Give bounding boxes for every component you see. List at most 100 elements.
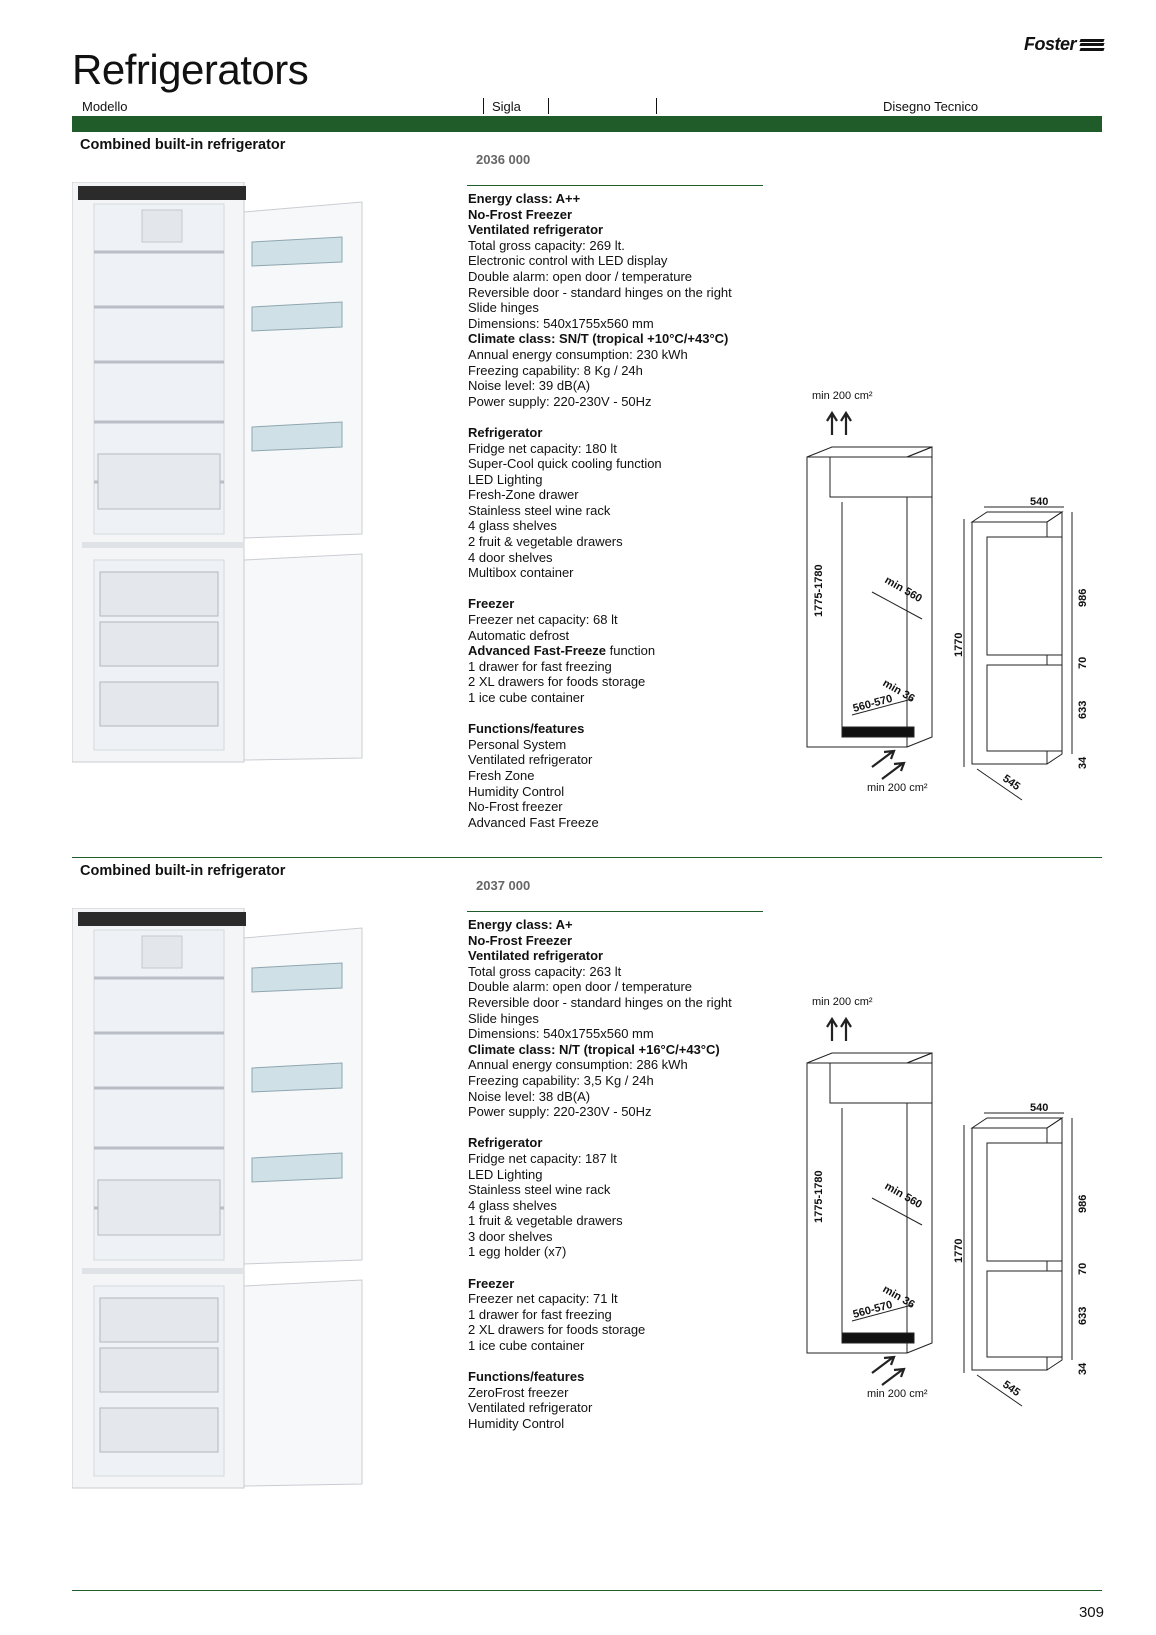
spec-item: Personal System [468,736,567,752]
spec-item: Freezer [468,1275,515,1291]
divider [82,542,244,548]
spec-rule [467,185,763,186]
spec-spacer [468,409,798,425]
door-shelf [251,301,343,332]
product-title: Combined built-in refrigerator [80,137,286,153]
spec-item: Humidity Control [468,783,565,799]
spec-spacer [468,1260,798,1276]
airflow-in-icon [871,1355,906,1386]
dimension-label: min 200 cm² [867,1388,928,1400]
spec-item: Annual energy consumption: 286 kWh [468,1057,688,1073]
product-section-2: Combined built-in refrigerator 2037 000 … [71,863,1102,1583]
spec-item: Fridge net capacity: 187 lt [468,1150,617,1166]
spec-item: Stainless steel wine rack [468,502,611,518]
freezer-drawer [99,621,219,667]
dimension-label: min 200 cm² [867,782,928,794]
unit-lower-door [986,1270,1063,1358]
brand-name: Foster [1023,34,1077,54]
spec-item: Double alarm: open door / temperature [468,979,693,995]
dimension-label: 1770 [953,633,965,657]
spec-spacer [468,706,798,722]
dimension-line [976,1374,1023,1407]
spec-item: Freezer [468,596,515,612]
bottom-vent-grille-icon [841,726,915,738]
fridge-door [243,201,363,539]
unit-lower-door [986,664,1063,752]
dimension-label: 1770 [953,1239,965,1263]
spec-item: Annual energy consumption: 230 kWh [468,346,688,362]
dimension-line [871,1197,923,1226]
dimension-label: 986 [1077,1195,1089,1213]
spec-item: LED Lighting [468,471,543,487]
dimension-label: 545 [1000,773,1022,793]
spec-item: 1 drawer for fast freezing [468,658,612,674]
freezer-drawer [99,571,219,617]
spec-item: 2 fruit & vegetable drawers [468,534,623,550]
spec-item: Slide hinges [468,300,539,316]
column-divider [656,98,657,114]
spec-item: Reversible door - standard hinges on the… [468,284,732,300]
spec-item: LED Lighting [468,1166,543,1182]
product-photo-fridge [71,907,412,1533]
spec-item: Fresh Zone [468,767,535,783]
multibox-container [141,935,183,969]
door-shelf [251,1152,343,1183]
spec-item: No-Frost Freezer [468,932,573,948]
spec-item: Advanced Fast-Freeze function [468,643,798,659]
spec-item: Humidity Control [468,1416,565,1431]
door-shelf [251,421,343,452]
spec-item: Refrigerator [468,1135,543,1151]
spec-spacer [468,1354,798,1370]
brand-logo: Foster [1023,34,1105,55]
niche-vent-panel [829,1062,933,1104]
spec-rule [467,911,763,912]
dimension-label: 540 [1030,496,1048,508]
dimension-label: 70 [1077,1263,1089,1275]
spec-item: 1 ice cube container [468,690,585,705]
spec-item: Electronic control with LED display [468,253,668,269]
unit-upper-door [986,536,1063,656]
column-header-sigla: Sigla [492,99,521,114]
dimension-line [851,1304,913,1322]
column-header-modello: Modello [82,99,128,114]
spec-item: Noise level: 39 dB(A) [468,378,591,394]
footer-divider [72,1590,1102,1591]
spec-item: Functions/features [468,721,585,737]
column-header-disegno: Disegno Tecnico [883,99,979,114]
dimension-label: min 200 cm² [812,996,873,1008]
spec-item: 1 ice cube container [468,1338,585,1354]
spec-item: Reversible door - standard hinges on the… [468,994,732,1010]
freezer-drawer [99,1347,219,1393]
door-shelf [251,962,343,993]
dimension-label: 545 [1000,1379,1022,1399]
airflow-up-icon [826,1016,852,1041]
freezer-door [243,1279,363,1487]
product-title: Combined built-in refrigerator [80,863,286,879]
spec-item: 2 XL drawers for foods storage [468,1322,646,1338]
spec-item: Fresh-Zone drawer [468,487,579,503]
spec-item: Freezer net capacity: 68 lt [468,612,618,628]
spec-item: Climate class: N/T (tropical +16°C/+43°C… [468,1041,720,1057]
header-green-bar [72,116,1102,132]
freezer-door [243,553,363,761]
spec-item: 3 door shelves [468,1228,553,1244]
unit-upper-door [986,1142,1063,1262]
spec-item: Dimensions: 540x1755x560 mm [468,1026,654,1042]
spec-item: Freezing capability: 8 Kg / 24h [468,362,643,378]
freezer-drawer [99,1297,219,1343]
fridge-illustration [71,181,363,763]
spec-item: Fridge net capacity: 180 lt [468,440,617,456]
fridge-illustration [71,907,363,1489]
divider [82,1268,244,1274]
spec-item: Energy class: A++ [468,191,581,206]
dimension-label: 70 [1077,657,1089,669]
spec-item: Total gross capacity: 263 lt [468,963,622,979]
dimension-line [976,768,1023,801]
product-code: 2037 000 [476,878,531,893]
